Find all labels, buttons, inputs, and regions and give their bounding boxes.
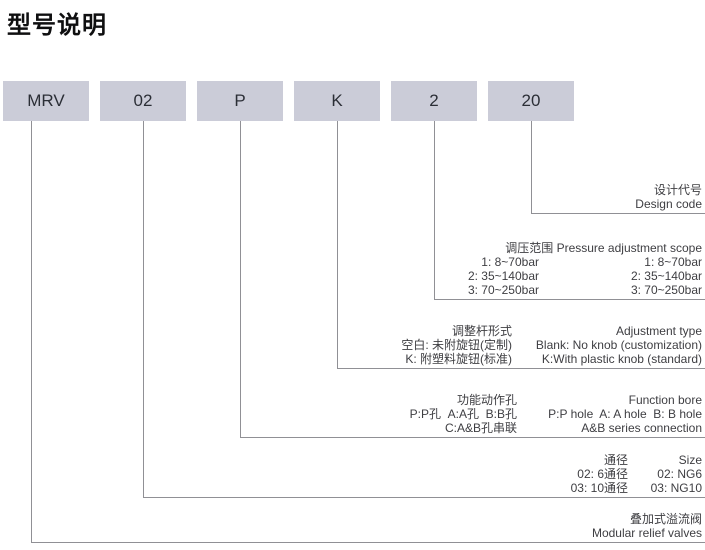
size-cn: 02: 6通径 (577, 467, 628, 481)
adjustment-type-title-en: Adjustment type (615, 324, 702, 338)
function-bore-row: C:A&B孔串联 A&B series connection (410, 421, 702, 435)
adjustment-type-row: 空白: 未附旋钮(定制) Blank: No knob (customizatio… (401, 338, 702, 352)
function-bore-cn: C:A&B孔串联 (444, 421, 517, 435)
pressure-scope-row: 2: 35~140bar 2: 35~140bar (468, 269, 702, 283)
size-en: 02: NG6 (657, 467, 702, 481)
connector-line-function-bore (240, 121, 241, 437)
function-bore-cn: P:P孔 A:A孔 B:B孔 (409, 407, 517, 421)
size-row: 02: 6通径 02: NG6 (571, 467, 702, 481)
function-bore-title-cn: 功能动作孔 (456, 393, 517, 407)
adjustment-type-title-row: 调整杆形式 Adjustment type (401, 324, 702, 338)
size-title-cn: 通径 (603, 453, 628, 467)
function-bore-title-row: 功能动作孔 Function bore (410, 393, 702, 407)
model-code-box-adjustment: K (294, 81, 380, 121)
shelf-line-adjustment (337, 368, 705, 369)
connector-line-design-code (531, 121, 532, 213)
size-row: 03: 10通径 03: NG10 (571, 481, 702, 495)
pressure-scope-cn: 1: 8~70bar (481, 255, 539, 269)
pressure-scope-row: 1: 8~70bar 1: 8~70bar (468, 255, 702, 269)
shelf-line-product (31, 542, 705, 543)
model-code-box-function-bore: P (197, 81, 283, 121)
adjustment-type-cn: 空白: 未附旋钮(定制) (401, 338, 512, 352)
connector-line-size (143, 121, 144, 497)
shelf-line-size (143, 497, 705, 498)
connector-line-adjustment (337, 121, 338, 368)
model-code-box-design-code: 20 (488, 81, 574, 121)
size-en: 03: NG10 (650, 481, 702, 495)
pressure-scope-en: 3: 70~250bar (630, 283, 702, 297)
pressure-scope-en: 1: 8~70bar (644, 255, 702, 269)
adjustment-type-cn: K: 附塑料旋钮(标准) (405, 352, 512, 366)
shelf-line-pressure (434, 299, 705, 300)
function-bore-en: P:P hole A: A hole B: B hole (548, 407, 702, 421)
adjustment-type-title-cn: 调整杆形式 (451, 324, 512, 338)
product-name-cn: 叠加式溢流阀 (629, 512, 702, 526)
connector-line-pressure (434, 121, 435, 299)
legend-size: 通径 Size 02: 6通径 02: NG6 03: 10通径 03: NG10 (571, 453, 702, 495)
pressure-scope-row: 3: 70~250bar 3: 70~250bar (468, 283, 702, 297)
function-bore-row: P:P孔 A:A孔 B:B孔 P:P hole A: A hole B: B ho… (410, 407, 702, 421)
adjustment-type-en: K:With plastic knob (standard) (541, 352, 702, 366)
size-title-row: 通径 Size (571, 453, 702, 467)
adjustment-type-en: Blank: No knob (customization) (535, 338, 702, 352)
adjustment-type-row: K: 附塑料旋钮(标准) K:With plastic knob (standar… (401, 352, 702, 366)
legend-pressure-adjustment-scope: 调压范围 Pressure adjustment scope 1: 8~70ba… (468, 241, 702, 297)
legend-adjustment-type: 调整杆形式 Adjustment type 空白: 未附旋钮(定制) Blank: … (401, 324, 702, 366)
size-title-en: Size (678, 453, 702, 467)
connector-line-series (31, 121, 32, 542)
pressure-scope-cn: 3: 70~250bar (467, 283, 539, 297)
model-code-box-size: 02 (100, 81, 186, 121)
legend-design-code: 设计代号 Design code (635, 183, 702, 211)
function-bore-title-en: Function bore (628, 393, 702, 407)
legend-product-name: 叠加式溢流阀 Modular relief valves (592, 512, 702, 540)
shelf-line-function-bore (240, 437, 705, 438)
pressure-scope-cn: 2: 35~140bar (467, 269, 539, 283)
size-cn: 03: 10通径 (570, 481, 628, 495)
design-code-label-en: Design code (635, 197, 702, 211)
model-code-box-series: MRV (3, 81, 89, 121)
pressure-scope-title: 调压范围 Pressure adjustment scope (505, 241, 702, 255)
page-title: 型号说明 (7, 12, 107, 39)
pressure-scope-en: 2: 35~140bar (630, 269, 702, 283)
shelf-line-design-code (531, 213, 705, 214)
product-name-en: Modular relief valves (591, 526, 702, 540)
design-code-label-cn: 设计代号 (653, 183, 702, 197)
legend-function-bore: 功能动作孔 Function bore P:P孔 A:A孔 B:B孔 P:P hol… (410, 393, 702, 435)
model-code-box-pressure: 2 (391, 81, 477, 121)
function-bore-en: A&B series connection (581, 421, 702, 435)
